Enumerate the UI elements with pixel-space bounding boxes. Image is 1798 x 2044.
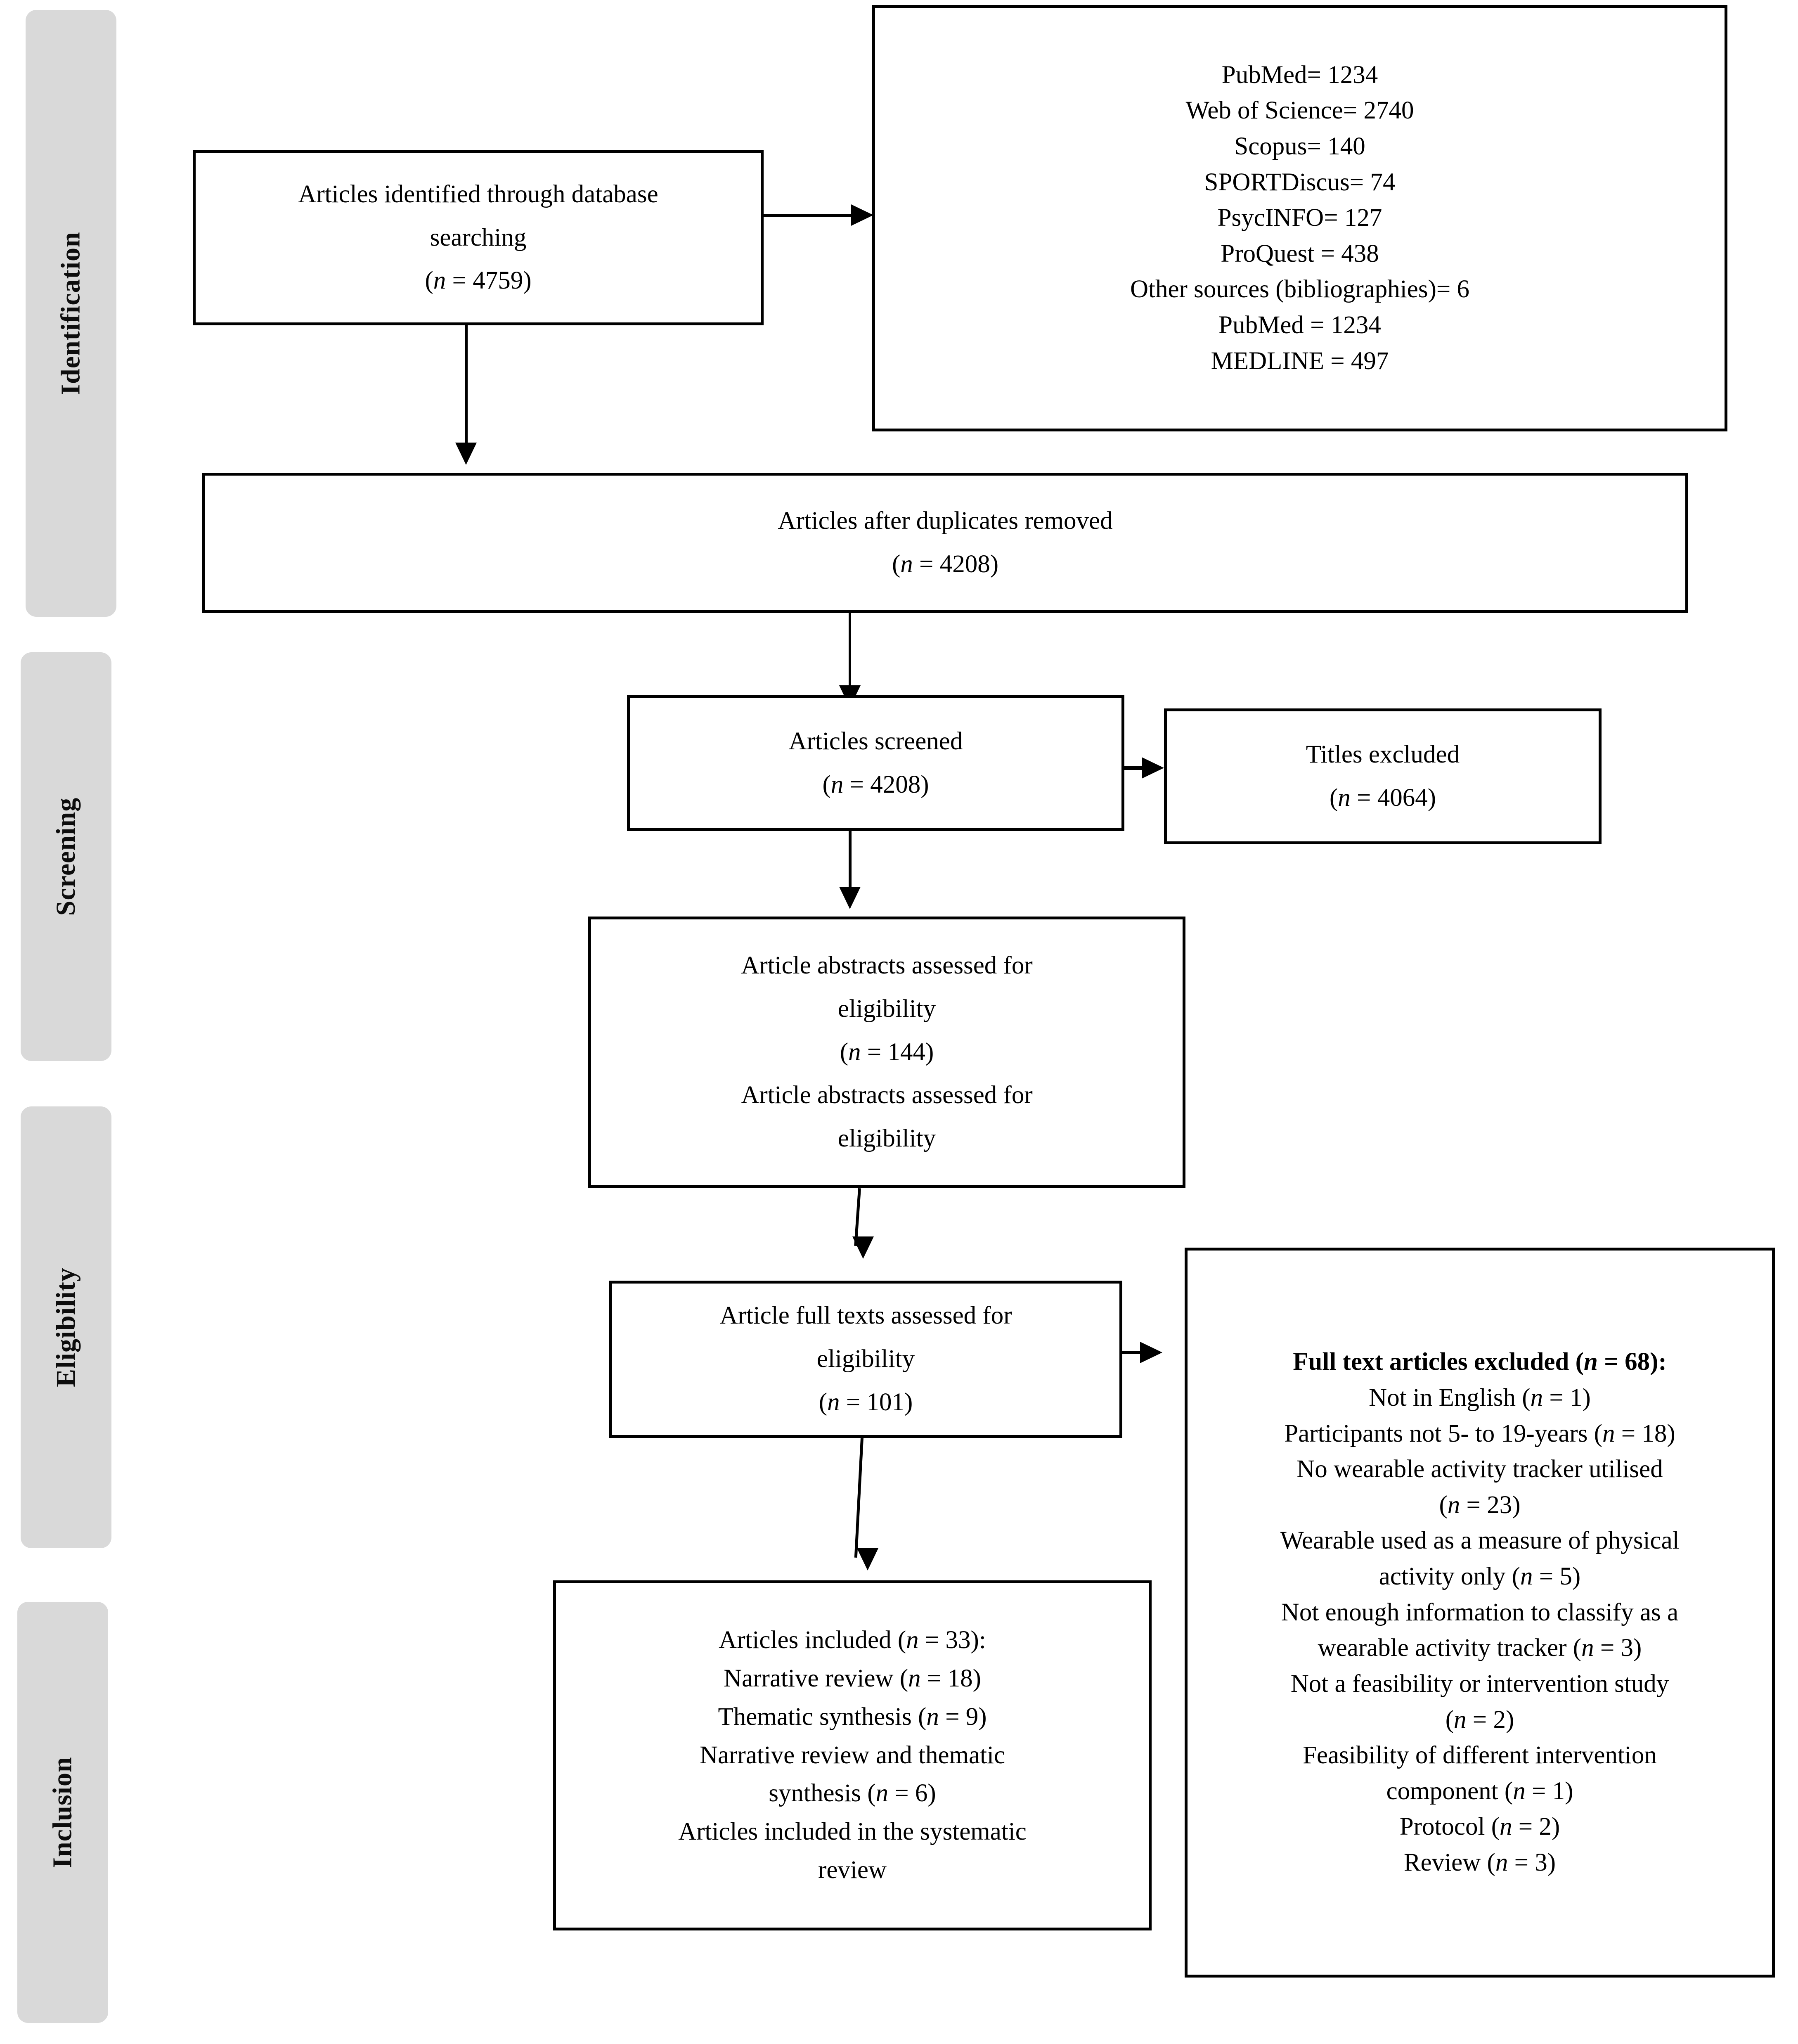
- screened-line-1: Articles screened: [788, 727, 963, 755]
- connector-screened-to-titles-excluded: [1124, 766, 1144, 770]
- database-source-item: PsycINFO= 127: [1217, 204, 1382, 232]
- box-articles-identified: Articles identified through database sea…: [193, 150, 764, 325]
- phase-label-screening: Screening: [51, 797, 81, 916]
- box-duplicates-removed: Articles after duplicates removed (n = 4…: [202, 473, 1688, 613]
- phase-label-eligibility: Eligibility: [51, 1267, 81, 1387]
- phase-bar-identification: Identification: [26, 10, 116, 617]
- box-titles-excluded: Titles excluded (n = 4064): [1164, 708, 1602, 844]
- included-line: review: [818, 1856, 887, 1884]
- box-fulltext-articles-excluded: Full text articles excluded (n = 68): No…: [1185, 1248, 1775, 1978]
- box-articles-screened: Articles screened (n = 4208): [627, 695, 1124, 831]
- phase-label-identification: Identification: [56, 232, 86, 395]
- database-source-item: Other sources (bibliographies)= 6: [1130, 275, 1470, 303]
- phase-bar-inclusion: Inclusion: [17, 1602, 108, 2023]
- arrow-identified-to-duplicates: [455, 443, 477, 465]
- arrow-identified-to-databases: [851, 204, 873, 226]
- excluded-reason: (n = 2): [1445, 1705, 1514, 1734]
- abstracts-count: (n = 144): [840, 1038, 934, 1066]
- arrow-abstracts-to-fulltexts: [852, 1236, 874, 1259]
- arrow-screened-to-abstracts: [839, 887, 861, 909]
- phase-bar-screening: Screening: [21, 652, 111, 1061]
- excluded-reason: No wearable activity tracker utilised: [1296, 1455, 1663, 1483]
- abstracts-line-4: Article abstracts assessed for: [741, 1081, 1033, 1109]
- abstracts-line-2: eligibility: [837, 995, 936, 1023]
- duplicates-count: (n = 4208): [892, 550, 999, 578]
- excluded-reason: Not a feasibility or intervention study: [1290, 1670, 1669, 1698]
- database-source-item: PubMed= 1234: [1221, 61, 1378, 89]
- arrow-fulltexts-to-excluded: [1140, 1342, 1162, 1363]
- titles-excluded-count: (n = 4064): [1329, 784, 1436, 812]
- connector-identified-to-databases: [764, 214, 859, 217]
- excluded-reason: Protocol (n = 2): [1399, 1813, 1560, 1841]
- excluded-reason: Review (n = 3): [1403, 1848, 1556, 1876]
- included-line: Articles included (n = 33):: [719, 1626, 986, 1654]
- fulltexts-line-1: Article full texts assessed for: [719, 1302, 1012, 1330]
- excluded-reason: Not enough information to classify as a: [1281, 1598, 1679, 1626]
- arrow-fulltexts-to-included: [857, 1548, 878, 1570]
- box-articles-included: Articles included (n = 33): Narrative re…: [553, 1580, 1152, 1930]
- included-line: Articles included in the systematic: [678, 1818, 1027, 1846]
- database-source-item: SPORTDiscus= 74: [1204, 168, 1396, 196]
- phase-bar-eligibility: Eligibility: [21, 1106, 111, 1548]
- database-source-item: ProQuest = 438: [1221, 239, 1379, 268]
- database-source-item: Scopus= 140: [1234, 132, 1365, 160]
- box-abstracts-assessed: Article abstracts assessed for eligibili…: [588, 917, 1185, 1188]
- connector-screened-to-abstracts: [849, 831, 852, 891]
- abstracts-line-5: eligibility: [837, 1125, 936, 1153]
- abstracts-line-1: Article abstracts assessed for: [741, 951, 1033, 979]
- included-line: synthesis (n = 6): [769, 1779, 936, 1807]
- connector-fulltexts-to-excluded: [1122, 1351, 1142, 1354]
- database-source-item: MEDLINE = 497: [1211, 347, 1389, 375]
- excluded-reason: Wearable used as a measure of physical: [1280, 1527, 1680, 1555]
- duplicates-line-1: Articles after duplicates removed: [778, 507, 1113, 535]
- excluded-reason: Not in English (n = 1): [1369, 1384, 1591, 1412]
- excluded-reason: component (n = 1): [1386, 1777, 1573, 1805]
- excluded-reason: (n = 23): [1439, 1491, 1521, 1519]
- titles-excluded-line-1: Titles excluded: [1306, 740, 1460, 768]
- box-fulltexts-assessed: Article full texts assessed for eligibil…: [609, 1281, 1122, 1438]
- fulltexts-count: (n = 101): [819, 1388, 913, 1416]
- box-database-sources: PubMed= 1234 Web of Science= 2740 Scopus…: [872, 5, 1727, 431]
- excluded-reason: Feasibility of different intervention: [1303, 1741, 1657, 1769]
- database-source-item: PubMed = 1234: [1218, 311, 1381, 339]
- phase-label-inclusion: Inclusion: [47, 1757, 78, 1868]
- excluded-reason: wearable activity tracker (n = 3): [1318, 1634, 1642, 1662]
- identified-count: (n = 4759): [425, 267, 532, 295]
- excluded-reason: activity only (n = 5): [1379, 1563, 1581, 1591]
- connector-identified-to-duplicates: [465, 325, 468, 446]
- included-line: Thematic synthesis (n = 9): [718, 1703, 987, 1731]
- included-line: Narrative review and thematic: [699, 1741, 1005, 1769]
- fulltexts-line-2: eligibility: [816, 1345, 915, 1373]
- connector-fulltexts-to-included: [854, 1438, 864, 1558]
- excluded-title: Full text articles excluded (n = 68):: [1293, 1348, 1667, 1376]
- excluded-reason: Participants not 5- to 19-years (n = 18): [1284, 1419, 1675, 1447]
- connector-duplicates-to-screened: [849, 613, 851, 694]
- screened-count: (n = 4208): [822, 770, 929, 798]
- identified-line-1: Articles identified through database: [298, 180, 658, 208]
- database-source-item: Web of Science= 2740: [1185, 97, 1414, 125]
- identified-line-2: searching: [430, 223, 527, 251]
- included-line: Narrative review (n = 18): [724, 1665, 981, 1693]
- arrow-screened-to-titles-excluded: [1142, 757, 1164, 779]
